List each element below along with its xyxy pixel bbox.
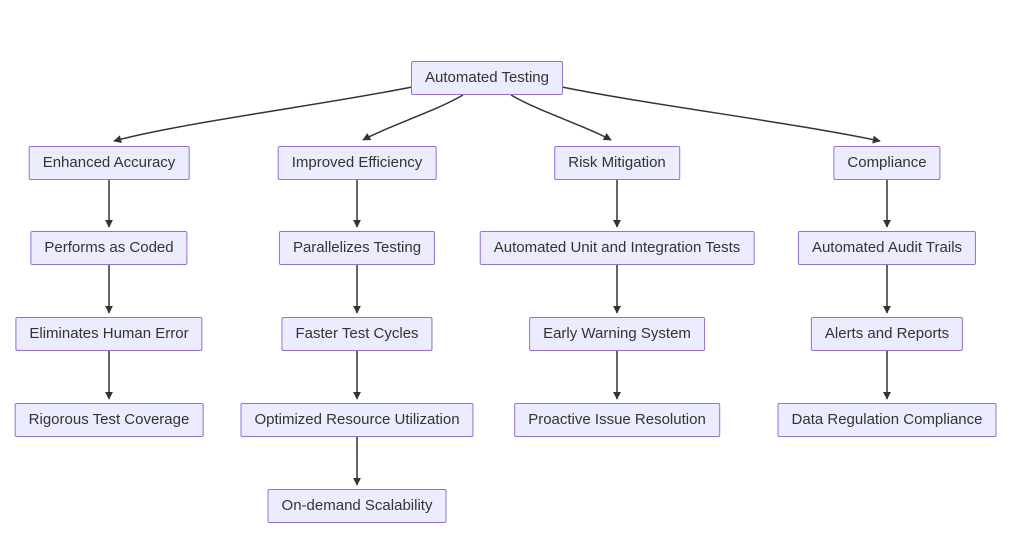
node-parallelizes-testing: Parallelizes Testing xyxy=(278,231,436,265)
edge-root-enhanced-accuracy xyxy=(113,85,418,144)
node-on-demand-scalability: On-demand Scalability xyxy=(267,489,447,523)
node-risk-mitigation: Risk Mitigation xyxy=(554,146,680,180)
node-rigorous-test-coverage: Rigorous Test Coverage xyxy=(14,403,204,437)
node-improved-efficiency: Improved Efficiency xyxy=(277,146,437,180)
node-enhanced-accuracy: Enhanced Accuracy xyxy=(28,146,190,180)
node-eliminates-human-error: Eliminates Human Error xyxy=(15,317,203,351)
node-automated-testing: Automated Testing xyxy=(411,61,563,95)
node-data-regulation-compliance: Data Regulation Compliance xyxy=(777,403,997,437)
edge-root-risk-mitigation xyxy=(510,94,612,141)
node-automated-audit-trails: Automated Audit Trails xyxy=(797,231,977,265)
node-optimized-resource-utilization: Optimized Resource Utilization xyxy=(240,403,474,437)
node-proactive-issue-resolution: Proactive Issue Resolution xyxy=(514,403,720,437)
node-early-warning-system: Early Warning System xyxy=(529,317,705,351)
node-performs-as-coded: Performs as Coded xyxy=(30,231,188,265)
node-alerts-and-reports: Alerts and Reports xyxy=(810,317,964,351)
node-faster-test-cycles: Faster Test Cycles xyxy=(281,317,433,351)
edge-root-improved-efficiency xyxy=(362,94,464,141)
node-automated-unit-and-integration-tests: Automated Unit and Integration Tests xyxy=(479,231,755,265)
node-compliance: Compliance xyxy=(833,146,941,180)
edge-root-compliance xyxy=(556,85,881,144)
